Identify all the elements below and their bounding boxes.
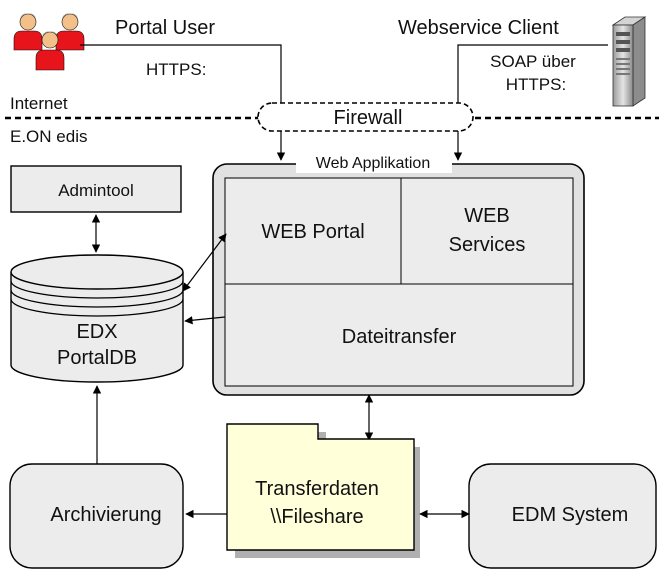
portal-user-label: Portal User bbox=[115, 17, 215, 39]
web-portal-label: WEB Portal bbox=[261, 221, 364, 243]
archivierung-box bbox=[9, 463, 184, 569]
db-label-2: PortalDB bbox=[57, 347, 137, 369]
web-services-label-2: Services bbox=[449, 234, 526, 256]
fileshare-label-2: \\Fileshare bbox=[270, 506, 363, 528]
admintool-label: Admintool bbox=[58, 181, 134, 200]
zone-intranet-label: E.ON edis bbox=[10, 127, 87, 146]
users-icon bbox=[13, 13, 85, 71]
admintool-box bbox=[10, 165, 182, 213]
db-label-1: EDX bbox=[76, 321, 117, 343]
soap-label: SOAP über bbox=[490, 52, 576, 71]
portal-db-cylinder bbox=[10, 254, 184, 383]
fileshare-folder bbox=[226, 423, 420, 558]
archivierung-label: Archivierung bbox=[50, 504, 161, 526]
dateitransfer-label: Dateitransfer bbox=[342, 326, 457, 348]
server-icon bbox=[611, 16, 647, 107]
web-app-title: Web Applikation bbox=[316, 155, 430, 172]
zone-internet-label: Internet bbox=[10, 94, 68, 113]
firewall-shape bbox=[257, 102, 474, 132]
fileshare-label-1: Transferdaten bbox=[255, 478, 379, 500]
soap-https-label: HTTPS: bbox=[506, 75, 566, 94]
edm-system-label: EDM System bbox=[512, 504, 629, 526]
web-services-label-1: WEB bbox=[464, 205, 510, 227]
https-label: HTTPS: bbox=[146, 60, 206, 79]
firewall-label: Firewall bbox=[334, 107, 403, 129]
webservice-client-label: Webservice Client bbox=[398, 17, 559, 39]
